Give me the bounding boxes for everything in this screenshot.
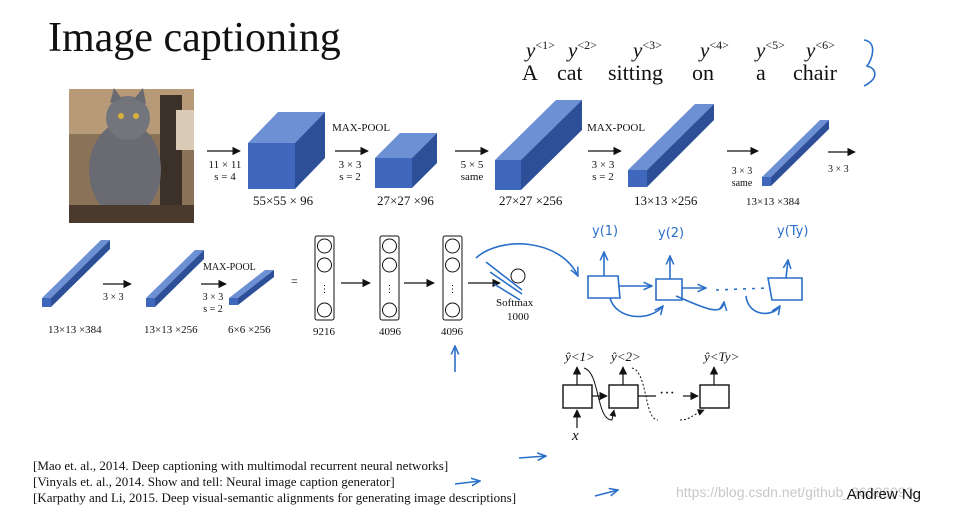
svg-text:⋮: ⋮ (448, 284, 458, 295)
op-label: 3 × 3 (103, 292, 124, 303)
rnn-output-label: ŷ<Ty> (704, 349, 740, 364)
pool-block-27x27x96 (375, 133, 437, 188)
conv-block-55x55x96 (248, 112, 325, 189)
softmax-label: Softmax (496, 297, 534, 309)
pool-block-13x13x256 (628, 104, 714, 187)
fc-layer-9216: ⋮ (314, 235, 335, 321)
caption-word: sitting (608, 60, 664, 85)
reference: [Karpathy and Li, 2015. Deep visual-sema… (33, 490, 517, 505)
fc-layer-4096-b: ⋮ (442, 235, 463, 321)
handwritten-output-label: y(1) (592, 224, 619, 239)
author-name: Andrew Ng (846, 486, 921, 503)
op-label: MAX-POOL (587, 122, 646, 134)
conv-block-13x13x384-row2 (42, 240, 110, 307)
fc-layer-4096: ⋮ (379, 235, 400, 321)
reference: [Mao et. al., 2014. Deep captioning with… (33, 458, 449, 473)
svg-text:⋮: ⋮ (385, 284, 395, 295)
rnn-diagram (562, 366, 730, 428)
caption-y-label: y<2> (568, 38, 597, 62)
rnn-cell (699, 384, 730, 409)
dim-label: 13×13 ×256 (634, 193, 698, 208)
handwritten-output-label: y(2) (658, 226, 685, 241)
op-label-line: 11 × 11 (208, 159, 242, 171)
caption-word: A (522, 60, 538, 85)
dim-label: 55×55 × 96 (253, 193, 314, 208)
fc-size-label: 4096 (379, 326, 401, 338)
equals-sign: = (291, 274, 298, 288)
caption-y-label: y<5> (756, 38, 785, 62)
rnn-output-label: ŷ<2> (611, 349, 641, 364)
dim-label: 27×27 ×96 (377, 193, 434, 208)
caption-word: on (692, 60, 714, 85)
rnn-input-label: x (572, 428, 579, 444)
caption-y-label: y<6> (806, 38, 835, 62)
dim-label: 13×13 ×256 (144, 324, 198, 336)
caption-y-label: y<3> (633, 38, 662, 62)
caption-y-label: y<4> (700, 38, 729, 62)
op-label: MAX-POOL (203, 262, 256, 273)
caption-sentence: y<1> y<2> y<3> y<4> y<5> y<6> A cat sitt… (520, 38, 860, 90)
svg-text:⋮: ⋮ (320, 284, 330, 295)
dim-label: 6×6 ×256 (228, 324, 271, 336)
caption-word: a (756, 60, 766, 85)
conv-block-13x13x384 (762, 120, 829, 186)
caption-word: chair (793, 60, 837, 85)
rnn-cell (608, 384, 639, 409)
rnn-ellipsis: ··· (659, 385, 675, 402)
handwritten-output-label: y(Ty) (777, 224, 809, 239)
dim-label: 13×13 ×384 (746, 196, 800, 208)
caption-brace (863, 39, 876, 87)
softmax-size-label: 1000 (507, 311, 529, 323)
op-label-line: s = 4 (214, 171, 236, 183)
softmax-unit (510, 268, 526, 284)
dim-label: 13×13 ×384 (48, 324, 102, 336)
conv-block-13x13x256-row2 (146, 250, 204, 307)
pool-block-6x6x256 (229, 270, 274, 305)
watermark: https://blog.csdn.net/github_36326093 (676, 484, 914, 500)
op-label: MAX-POOL (332, 122, 391, 134)
fc-size-label: 4096 (441, 326, 463, 338)
conv-block-27x27x256 (495, 100, 582, 190)
rnn-output-label: ŷ<1> (565, 349, 595, 364)
slide-title: Image captioning (48, 15, 341, 61)
cat-photo (69, 88, 194, 223)
caption-y-label: y<1> (526, 38, 555, 62)
op-label: 3 × 3 (828, 164, 849, 175)
rnn-cell (562, 384, 593, 409)
handwritten-annotations (455, 39, 876, 497)
dim-label: 27×27 ×256 (499, 193, 563, 208)
fc-size-label: 9216 (313, 326, 335, 338)
caption-word: cat (557, 60, 583, 85)
reference: [Vinyals et. al., 2014. Show and tell: N… (33, 474, 395, 489)
